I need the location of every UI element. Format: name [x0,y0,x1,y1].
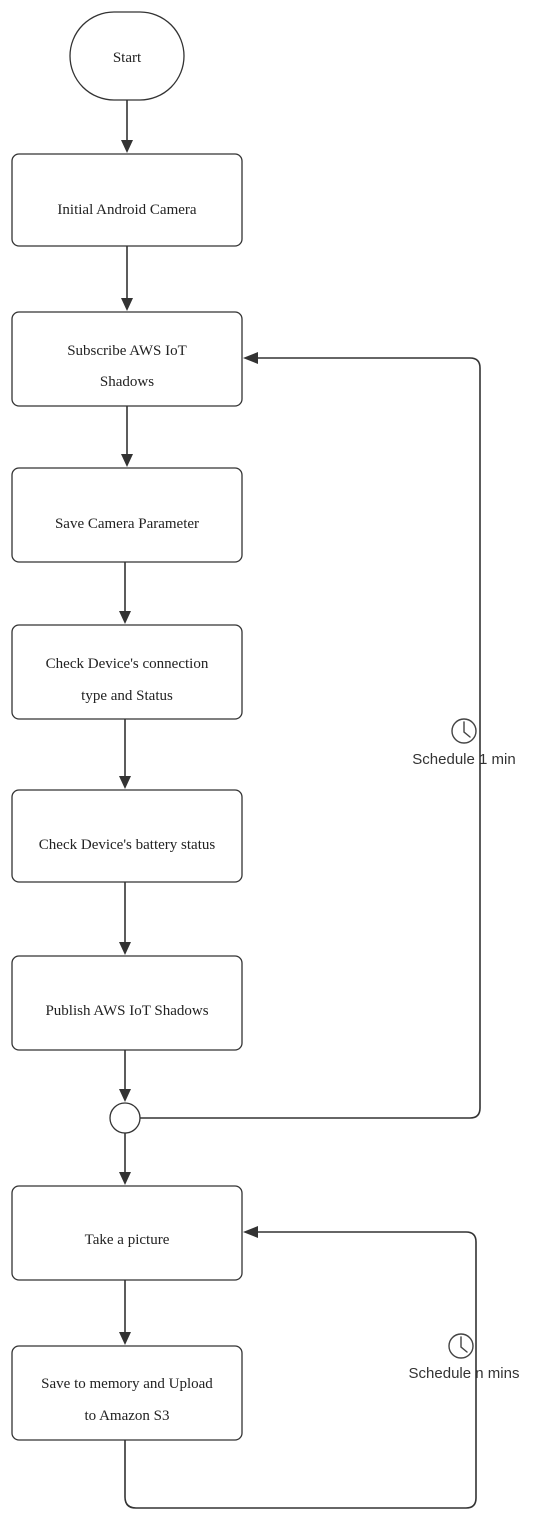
step-box [11,311,243,407]
step-label-line-1: Subscribe AWS IoT [67,343,187,359]
loop-arrowhead [243,1226,258,1238]
step-box [11,153,243,247]
schedule-label: Schedule n mins [409,1365,520,1382]
step-label: Check Device's battery status [39,837,216,853]
step-box [11,1185,243,1281]
step-check-battery: Check Device's battery status [11,789,243,883]
step-label-line-1: Check Device's connection [46,656,209,672]
step-label: Publish AWS IoT Shadows [45,1003,208,1019]
step-label: Save Camera Parameter [55,516,199,532]
clock-icon [451,718,477,744]
step-box [11,624,243,720]
start-node: Start [69,11,185,101]
connector-step7-to-step8 [119,1280,131,1345]
connector-step3-to-step4 [119,562,131,624]
connector-step2-to-step3 [121,406,133,467]
connector-start-to-step1 [121,100,133,153]
schedule-label: Schedule 1 min [412,751,515,768]
step-initial-android-camera: Initial Android Camera [11,153,243,247]
step-label-line-2: Shadows [100,374,154,390]
step-box [11,789,243,883]
step-publish-aws-iot-shadows: Publish AWS IoT Shadows [11,955,243,1051]
start-label: Start [113,50,142,66]
connector-step4-to-step5 [119,719,131,789]
step-label: Initial Android Camera [57,202,196,218]
loop-schedule-1-min [140,352,481,1119]
loop-arrowhead [243,352,258,364]
step-label-line-2: to Amazon S3 [85,1408,170,1424]
connector-step6-to-merge [119,1050,131,1102]
step-box [11,467,243,563]
connector-step5-to-step6 [119,882,131,955]
step-label-line-1: Save to memory and Upload [41,1376,213,1392]
loop-schedule-n-mins [124,1226,477,1509]
loop-path [124,1231,477,1509]
step-save-camera-parameter: Save Camera Parameter [11,467,243,563]
merge-circle [109,1102,141,1134]
step-label-line-2: type and Status [81,688,173,704]
connector-merge-to-step7 [119,1133,131,1185]
connector-step1-to-step2 [121,246,133,311]
step-label: Take a picture [85,1232,170,1248]
step-box [11,1345,243,1441]
step-box [11,955,243,1051]
step-take-picture: Take a picture [11,1185,243,1281]
clock-icon [448,1333,474,1359]
step-check-connection: Check Device's connection type and Statu… [11,624,243,720]
loop-path [140,357,481,1119]
step-save-and-upload: Save to memory and Upload to Amazon S3 [11,1345,243,1441]
step-subscribe-aws-iot-shadows: Subscribe AWS IoT Shadows [11,311,243,407]
